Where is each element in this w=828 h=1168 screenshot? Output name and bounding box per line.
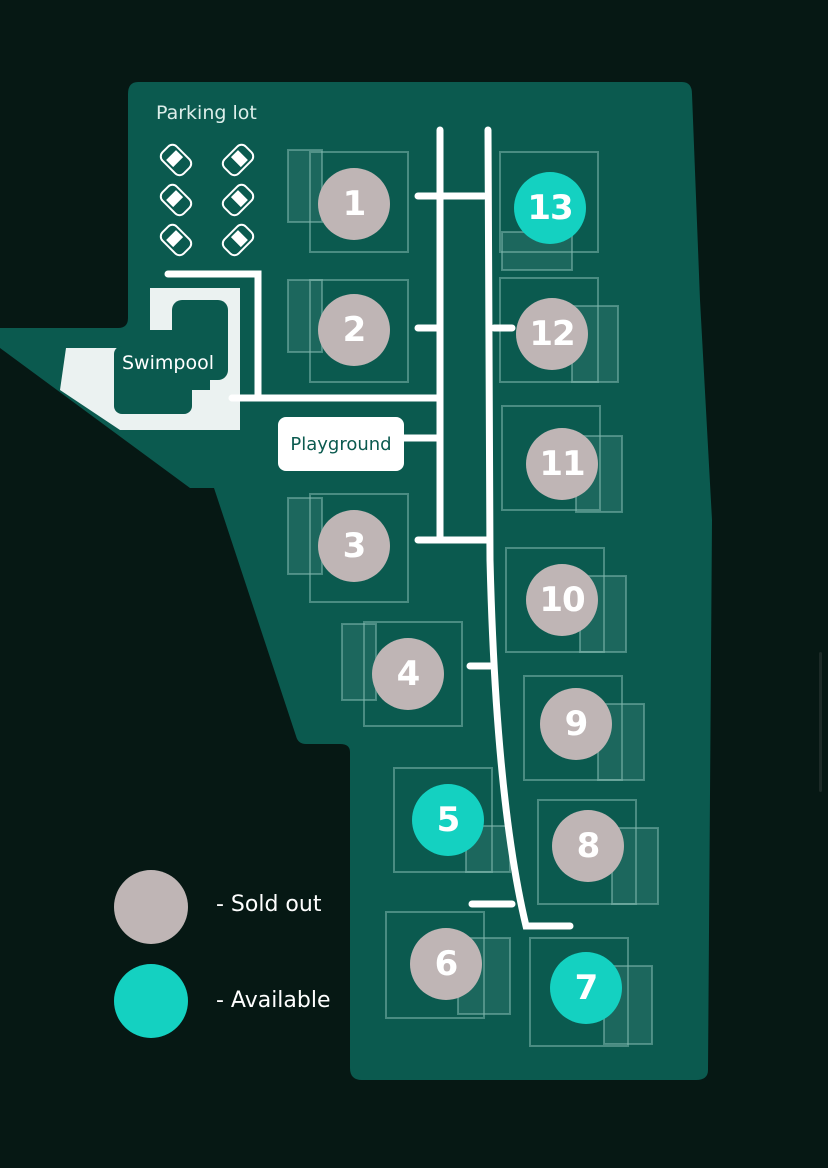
plot-5[interactable]: 5 (412, 784, 484, 856)
legend-available-swatch (114, 964, 188, 1038)
plot-8[interactable]: 8 (552, 810, 624, 882)
swimpool-label[interactable]: Swimpool (122, 352, 214, 374)
car-icon (159, 223, 193, 257)
car-icon (221, 223, 255, 257)
swimpool-area (60, 288, 240, 430)
plot-3[interactable]: 3 (318, 510, 390, 582)
plot-7[interactable]: 7 (550, 952, 622, 1024)
plot-4[interactable]: 4 (372, 638, 444, 710)
plot-12[interactable]: 12 (516, 298, 588, 370)
parking-cars (159, 143, 255, 257)
scrollbar[interactable] (819, 652, 822, 792)
plot-11[interactable]: 11 (526, 428, 598, 500)
parking-lot-label: Parking lot (156, 102, 257, 124)
plot-1[interactable]: 1 (318, 168, 390, 240)
plot-13[interactable]: 13 (514, 172, 586, 244)
playground-label[interactable]: Playground (278, 417, 404, 471)
plot-10[interactable]: 10 (526, 564, 598, 636)
car-icon (221, 183, 255, 217)
plot-9[interactable]: 9 (540, 688, 612, 760)
road-parking (164, 270, 262, 402)
car-icon (221, 143, 255, 177)
plot-2[interactable]: 2 (318, 294, 390, 366)
plot-6[interactable]: 6 (410, 928, 482, 1000)
road-east (484, 126, 574, 930)
car-icon (159, 183, 193, 217)
legend-available-label: - Available (216, 988, 331, 1013)
roads (164, 126, 574, 930)
car-icon (159, 143, 193, 177)
legend-sold-swatch (114, 870, 188, 944)
legend-sold-label: - Sold out (216, 892, 322, 917)
